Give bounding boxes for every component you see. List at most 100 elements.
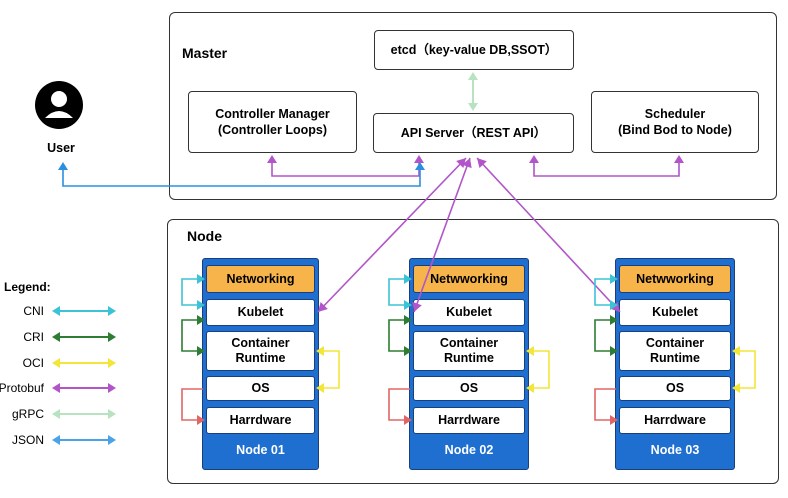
legend-head-left-oci: [52, 358, 60, 368]
api-kubelet-01-head: [456, 158, 466, 168]
node-01-hardware: Harrdware: [206, 407, 315, 434]
node-03-hw-head: [610, 415, 618, 425]
user-api-head-right: [415, 162, 425, 170]
scheduler-box: Scheduler (Bind Bod to Node): [591, 91, 759, 153]
node-03-cri-head-bottom: [610, 346, 618, 356]
legend-label-oci: OCI: [22, 356, 44, 370]
api-kubelet-01-head: [318, 302, 328, 312]
node-02-hw-line: [388, 388, 410, 421]
node-03-networking: Netwworking: [619, 265, 731, 293]
node-03-hardware-label: Harrdware: [644, 413, 706, 427]
node-02-hardware-label: Harrdware: [438, 413, 500, 427]
node-02-oci-head-bottom: [526, 383, 534, 393]
legend-head-right-cri: [108, 332, 116, 342]
node-03-runtime-sublabel: Runtime: [650, 351, 700, 365]
node-01-oci-line: [318, 350, 340, 389]
etcd-label: etcd（key-value DB,SSOT）: [390, 43, 558, 57]
node-01-cri-head-top: [197, 315, 205, 325]
legend-label-protobuf: Protobuf: [0, 381, 44, 395]
legend-label-json: JSON: [11, 433, 44, 447]
node-03-kubelet: Kubelet: [619, 299, 731, 326]
node-02-kubelet-label: Kubelet: [446, 305, 492, 319]
node-03-oci-head-bottom: [732, 383, 740, 393]
node-01-cri-head-bottom: [197, 346, 205, 356]
node-02-hardware: Harrdware: [413, 407, 525, 434]
node-01-cni-line: [181, 278, 203, 306]
node-03-hw-line: [594, 388, 616, 421]
master-title: Master: [182, 45, 228, 61]
node-03-label: Node 03: [650, 443, 700, 457]
node-03-cri-head-top: [610, 315, 618, 325]
legend-label-cri: CRI: [23, 330, 44, 344]
controller-api-head-right: [414, 155, 424, 163]
etcd-api-grpc-head-bottom: [468, 103, 478, 111]
user-icon: [34, 80, 84, 130]
legend-label-cni: CNI: [23, 304, 44, 318]
node-01-runtime-sublabel: Runtime: [235, 351, 286, 365]
node-01-hw-head: [197, 415, 205, 425]
node-01-networking-label: Networking: [226, 271, 295, 286]
controller-api-line: [271, 157, 420, 177]
user-api-line: [62, 170, 421, 187]
node-01-hw-line: [181, 388, 203, 421]
etcd-api-grpc-head-top: [468, 72, 478, 80]
node-02-runtime-label: Container: [439, 336, 499, 350]
scheduler-label: Scheduler: [644, 107, 706, 121]
node-01-oci-head-bottom: [316, 383, 324, 393]
api-kubelet-02-head: [462, 158, 472, 169]
node-01-oci-head-top: [316, 346, 324, 356]
node-02-runtime-sublabel: Runtime: [444, 351, 494, 365]
node-01-kubelet-label: Kubelet: [237, 305, 284, 319]
api-kubelet-01: [317, 157, 467, 313]
node-02-networking-label: Netwworking: [430, 271, 508, 286]
legend-title: Legend:: [4, 280, 51, 294]
node-02-os: OS: [413, 376, 525, 401]
api-kubelet-03-head: [477, 158, 487, 168]
api-kubelet-02: [413, 157, 471, 313]
node-01-os-label: OS: [251, 381, 270, 395]
node-01-os: OS: [206, 376, 315, 401]
node-01-kubelet: Kubelet: [206, 299, 315, 326]
controller-manager-box: Controller Manager (Controller Loops): [188, 91, 357, 153]
user-label: User: [47, 141, 75, 155]
scheduler-api-line: [533, 157, 680, 177]
node-03-oci-head-top: [732, 346, 740, 356]
scheduler-api-head-right: [674, 155, 684, 163]
controller-manager-label: Controller Manager: [215, 107, 330, 121]
node-02-oci-line: [528, 350, 550, 389]
node-02-cni-head-top: [404, 274, 412, 284]
user-api-head-left: [58, 162, 68, 170]
node-02-cri-head-top: [404, 315, 412, 325]
node-02-os-label: OS: [459, 381, 479, 395]
node-01-hardware-label: Harrdware: [229, 413, 292, 427]
node-02-networking: Netwworking: [413, 265, 525, 293]
api-server-box: API Server（REST API）: [373, 113, 574, 153]
node-03-hardware: Harrdware: [619, 407, 731, 434]
node-02-kubelet: Kubelet: [413, 299, 525, 326]
scheduler-sublabel: (Bind Bod to Node): [618, 123, 732, 137]
node-01-label: Node 01: [236, 443, 285, 457]
api-kubelet-02-head: [412, 301, 422, 312]
node-03-kubelet-label: Kubelet: [652, 305, 698, 319]
api-kubelet-03: [476, 157, 621, 313]
legend-head-right-grpc: [108, 409, 116, 419]
node-panel-title: Node: [187, 228, 222, 244]
node-02-cri-line: [388, 319, 410, 352]
api-server-label: API Server（REST API）: [400, 126, 547, 140]
node-01-cni-head-top: [197, 274, 205, 284]
legend-label-grpc: gRPC: [11, 407, 44, 421]
node-03-cni-line: [594, 278, 616, 306]
node-01-cri-line: [181, 319, 203, 352]
node-02-oci-head-top: [526, 346, 534, 356]
node-03-cni-head-top: [610, 274, 618, 284]
node-03-os: OS: [619, 376, 731, 401]
legend-head-left-grpc: [52, 409, 60, 419]
legend-head-left-json: [52, 435, 60, 445]
controller-manager-sublabel: (Controller Loops): [217, 123, 327, 137]
legend-head-left-cni: [52, 306, 60, 316]
node-02-cri-head-bottom: [404, 346, 412, 356]
legend-head-right-json: [108, 435, 116, 445]
